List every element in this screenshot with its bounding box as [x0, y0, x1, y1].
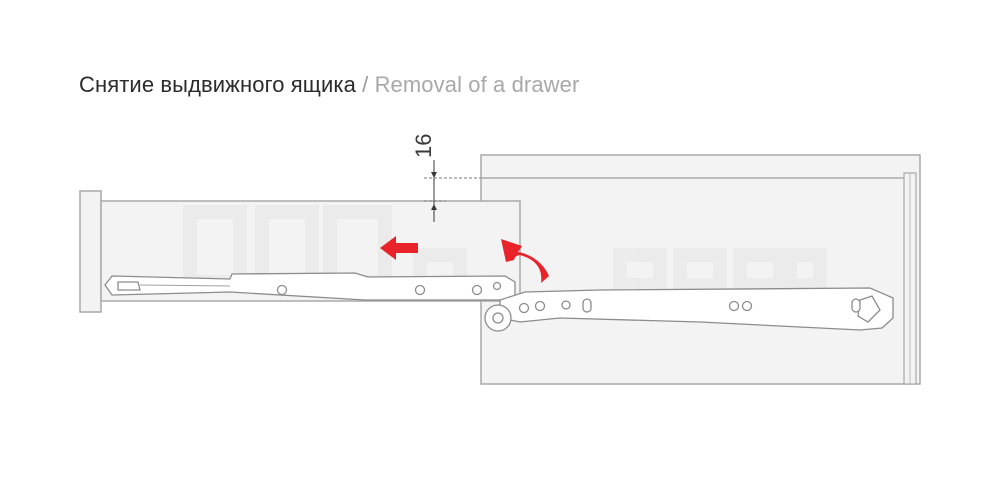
- title-english: Removal of a drawer: [374, 72, 580, 97]
- arrow-left-icon: [380, 236, 418, 260]
- drawer-runner-rail: [104, 272, 516, 301]
- cabinet: [480, 154, 921, 385]
- runner-slot: [851, 298, 861, 313]
- runner-hole: [534, 300, 546, 312]
- runner-hole: [728, 300, 740, 312]
- title-separator: /: [355, 72, 375, 97]
- dimension-arrow-bottom: [431, 204, 437, 210]
- dimension-arrow-top: [431, 172, 437, 178]
- roller-wheel-hub: [492, 312, 504, 324]
- dimension-label: 16: [411, 134, 436, 158]
- runner-hole: [471, 284, 483, 296]
- runner-hole: [561, 300, 571, 310]
- runner-hole: [276, 284, 288, 296]
- drawer-front-panel: [79, 190, 102, 313]
- runner-slot: [582, 298, 592, 313]
- runner-hole: [414, 284, 426, 296]
- pull-out-arrow: [380, 236, 418, 260]
- title-russian: Снятие выдвижного ящика: [79, 72, 356, 97]
- dimension-marker: 16: [411, 134, 481, 222]
- diagram-title: Снятие выдвижного ящика / Removal of a d…: [79, 70, 579, 100]
- runner-hole: [741, 300, 753, 312]
- cabinet-body: [480, 154, 921, 385]
- cabinet-runner-rail: [499, 287, 894, 331]
- lift-arrow: [501, 239, 549, 283]
- cabinet-runner: [484, 287, 894, 332]
- drawer-runner-tip: [117, 281, 141, 291]
- drawer-runner: [104, 272, 516, 301]
- runner-hole: [492, 281, 502, 291]
- curved-arrow-up-icon: [501, 239, 549, 283]
- cabinet-runner-hook: [857, 295, 881, 323]
- runner-hole: [518, 302, 530, 314]
